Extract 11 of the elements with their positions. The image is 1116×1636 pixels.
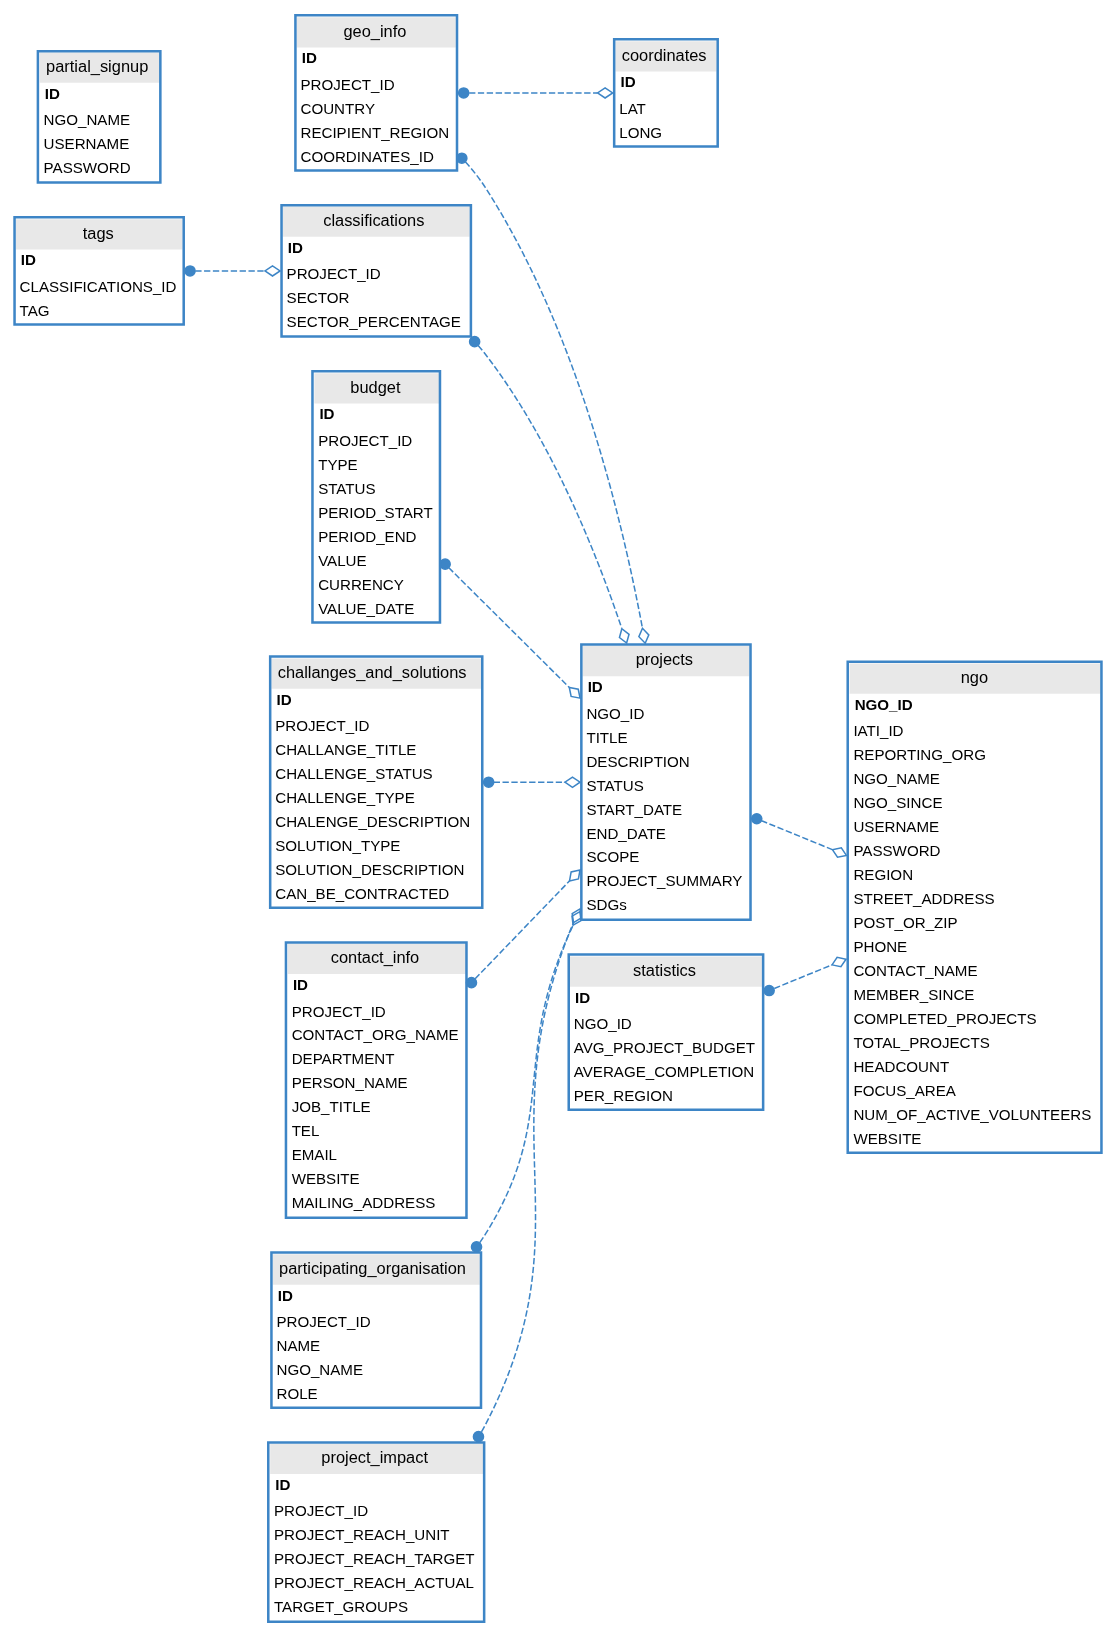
connector bbox=[470, 909, 582, 1253]
connector bbox=[750, 812, 848, 858]
connector bbox=[184, 264, 282, 277]
connector bbox=[763, 956, 848, 996]
connector bbox=[456, 151, 650, 645]
connector bbox=[482, 775, 582, 788]
connector bbox=[468, 335, 630, 644]
connector bbox=[457, 86, 615, 99]
connector bbox=[472, 907, 583, 1442]
connector bbox=[465, 868, 581, 988]
connector bbox=[439, 557, 581, 699]
